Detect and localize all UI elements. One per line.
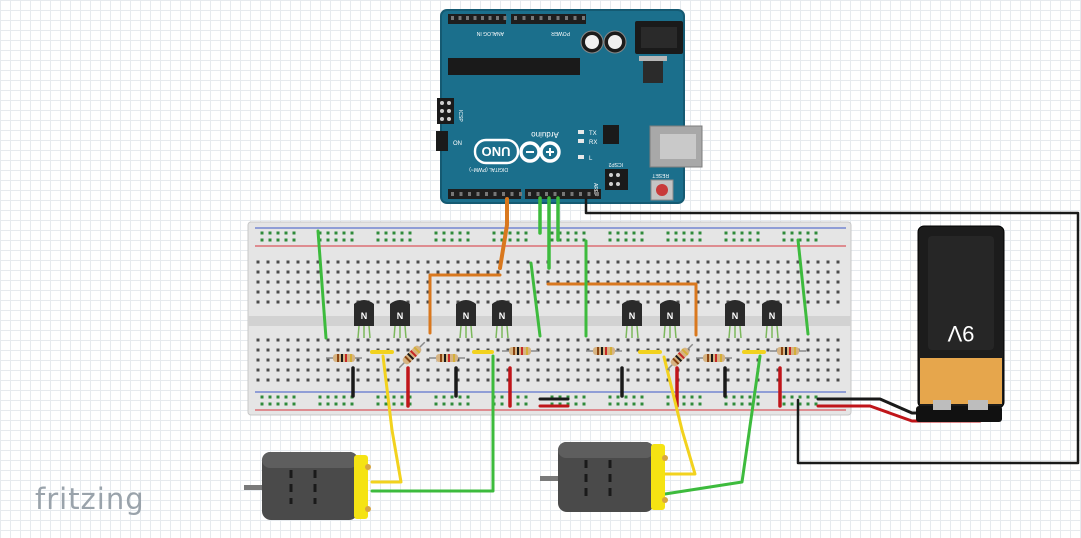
wire-orange-pin7 — [498, 197, 509, 270]
arduino-uno-board: ANALOG IN POWER ICSP ON UNO — [436, 9, 703, 204]
motor-shaft — [244, 485, 264, 490]
wire-green-motor1 — [370, 354, 495, 493]
transistor-label: N — [361, 311, 368, 321]
resistor — [666, 343, 694, 371]
transistor-label: N — [732, 311, 739, 321]
icsp-header — [437, 98, 454, 124]
digital-header-low — [448, 189, 521, 199]
wire-orange-right — [546, 282, 698, 337]
transistor-label: N — [397, 311, 404, 321]
resistor — [770, 347, 806, 355]
icsp2-header — [605, 169, 628, 190]
npn-transistor: N — [622, 300, 642, 339]
battery-9v: 9V — [916, 225, 1005, 422]
rx-led — [578, 139, 584, 143]
arduino-digital-pins — [451, 192, 599, 196]
battery-label: 9V — [947, 321, 974, 346]
npn-transistor: N — [660, 300, 680, 339]
header-pins — [436, 131, 448, 151]
icsp2-label: ICSP2 — [608, 161, 623, 167]
aref-label: AREF — [592, 183, 598, 196]
uno-logo-frame — [473, 138, 520, 165]
power-label: POWER — [551, 30, 570, 36]
wire-yellow-motor2 — [662, 355, 697, 476]
voltage-regulator — [643, 61, 663, 83]
battery-clip — [916, 406, 1002, 422]
motor-endcap — [651, 444, 665, 510]
wire-yellow-motor1 — [370, 354, 403, 484]
transistor-label: N — [667, 311, 674, 321]
reset-label: RESET — [652, 172, 669, 178]
analog-header — [448, 14, 506, 24]
l-led — [578, 155, 584, 159]
battery-terminal — [933, 400, 951, 410]
wire-green-motor2 — [663, 354, 762, 496]
wire-black-gnd — [584, 197, 1080, 465]
motor-body — [558, 442, 654, 512]
motor-body — [262, 452, 358, 520]
transistor-label: N — [769, 311, 776, 321]
rx-label: RX — [589, 140, 597, 146]
resistor — [429, 354, 465, 362]
analog-in-label: ANALOG IN — [476, 30, 504, 36]
battery-terminal — [968, 400, 988, 410]
wire-orange-left — [428, 273, 502, 335]
npn-transistor: N — [725, 300, 745, 339]
dc-motor-right — [540, 442, 668, 512]
resistor — [326, 354, 362, 362]
breadboard-holes — [256, 231, 840, 406]
resistor — [586, 347, 622, 355]
transistor-label: N — [499, 311, 506, 321]
uno-logo-text: UNO — [482, 144, 511, 159]
dc-motor-left — [244, 452, 371, 520]
arduino-infinity-icon — [519, 141, 561, 163]
resistor — [502, 347, 538, 355]
tx-led — [578, 130, 584, 134]
fritzing-logo: fritzing — [35, 482, 145, 516]
on-label: ON — [453, 141, 462, 147]
tx-label: TX — [589, 131, 597, 137]
wires — [316, 196, 1080, 496]
arduino-top-pins — [451, 16, 585, 20]
npn-transistor: N — [492, 300, 512, 339]
npn-transistor: N — [762, 300, 782, 339]
transistor-label: N — [629, 311, 636, 321]
npn-transistor: N — [354, 300, 374, 339]
wire-green-rail-right — [796, 238, 810, 336]
motor-shaft — [540, 476, 560, 481]
l-label: L — [589, 156, 593, 162]
microcontroller-chip — [448, 58, 580, 75]
transistor-label: N — [463, 311, 470, 321]
resistor — [696, 354, 732, 362]
npn-transistor: N — [456, 300, 476, 339]
wire-green-mid1 — [529, 261, 542, 338]
icsp-label: ICSP — [457, 110, 463, 122]
resistors — [326, 341, 806, 371]
wire-green-rail-left — [316, 229, 328, 340]
digital-label: DIGITAL (PWM~) — [469, 166, 508, 172]
usb-chip — [603, 125, 619, 144]
motor-endcap — [354, 455, 368, 519]
npn-transistor: N — [390, 300, 410, 339]
resistor — [398, 341, 426, 369]
arduino-brand-text: Arduino — [531, 130, 559, 139]
battery-orange-band — [920, 358, 1002, 404]
